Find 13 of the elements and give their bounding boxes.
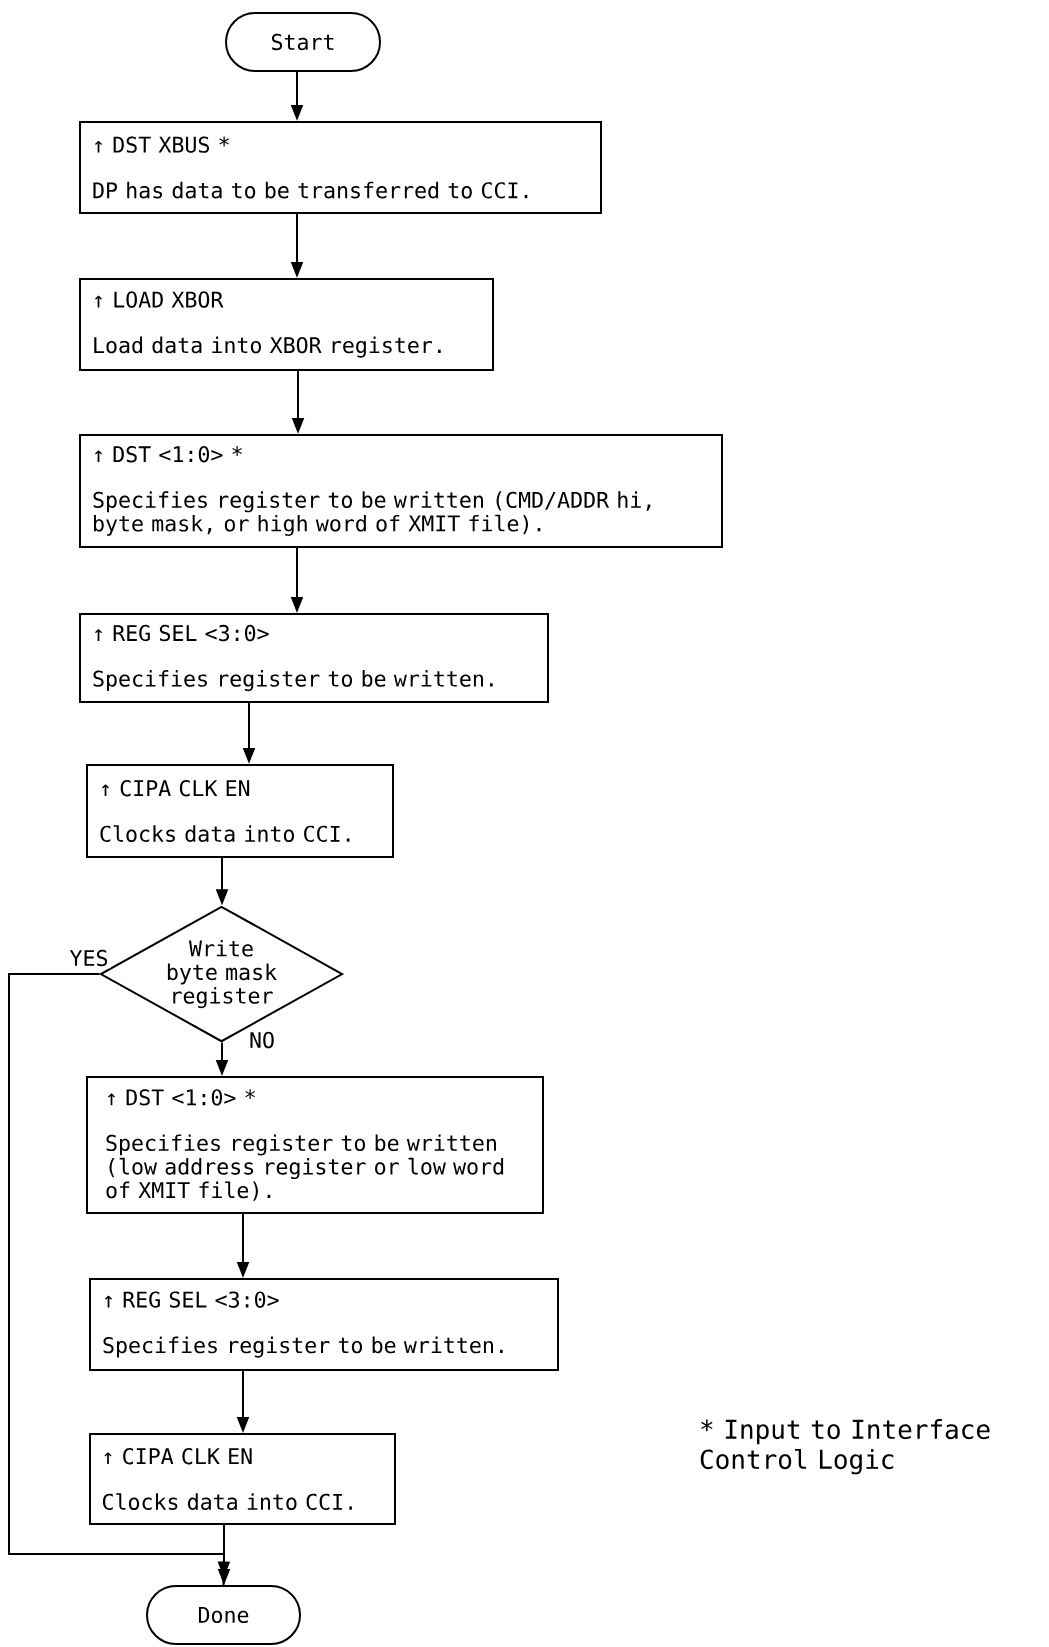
terminal-box: Start [225,12,381,72]
footnote: * Input to Interface Control Logic [700,1419,990,1475]
process-box: ↑ DST <1:0> * Specifies register to be written (low address register or low word of XMIT file). [86,1076,544,1214]
process-box: ↑ CIPA CLK EN Clocks data into CCI. [86,764,394,858]
process-box: ↑ REG SEL <3:0> Specifies register to be written. [79,613,549,703]
process-box: ↑ REG SEL <3:0> Specifies register to be written. [89,1278,559,1371]
terminal-box: Done [146,1585,301,1645]
process-box: ↑ LOAD XBOR Load data into XBOR register. [79,278,494,371]
edge-label: YES [67,947,111,969]
process-box: ↑ DST <1:0> * Specifies register to be written (CMD/ADDR hi, byte mask, or high word of XMIT file). [79,434,723,548]
arrow [8,973,231,1586]
process-box: ↑ CIPA CLK EN Clocks data into CCI. [89,1433,396,1525]
process-box: ↑ DST XBUS * DP has data to be transferred to CCI. [79,121,602,214]
